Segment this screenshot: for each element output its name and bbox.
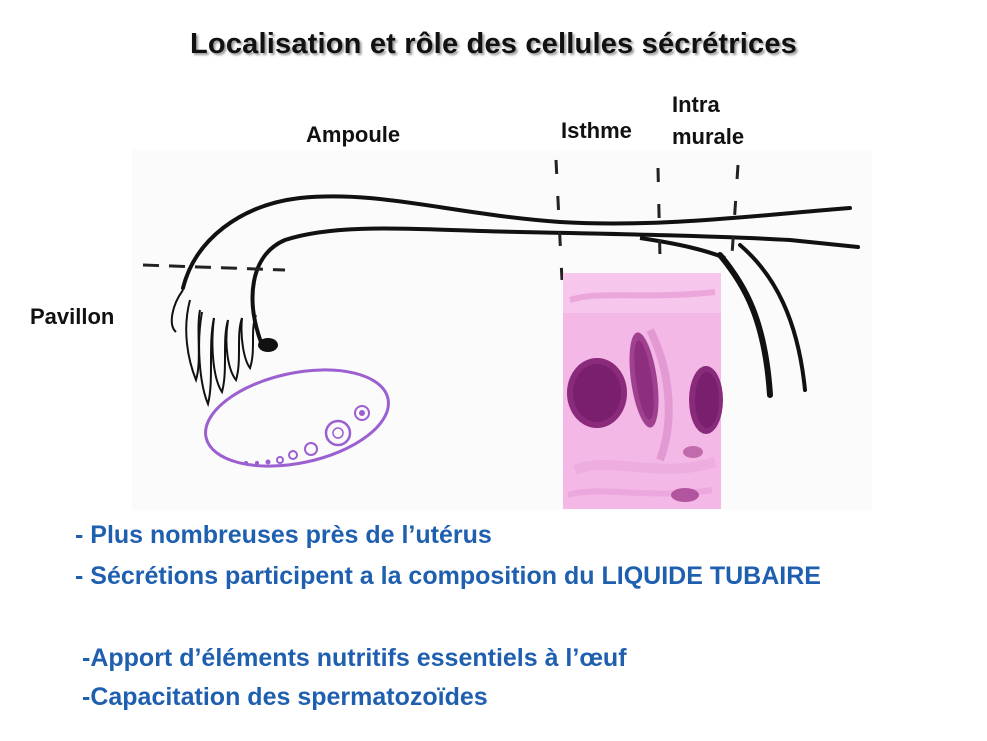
follicle xyxy=(276,456,284,464)
follicle xyxy=(254,460,260,466)
follicle xyxy=(265,459,271,465)
label-isthme: Isthme xyxy=(561,118,632,143)
follicle xyxy=(243,460,249,466)
bullet-item: - Sécrétions participent a la compositio… xyxy=(75,562,821,590)
label-intra: Intra xyxy=(672,92,720,117)
intramural-bridge xyxy=(639,236,726,260)
isthmus-dashed-right xyxy=(656,167,662,259)
histology-micrograph xyxy=(563,273,723,509)
bullet-item: -Apport d’éléments nutritifs essentiels … xyxy=(82,644,627,672)
pavilion-dashed-line xyxy=(142,263,286,272)
fimbriae xyxy=(170,289,257,408)
intramural-line-right xyxy=(738,243,807,392)
tube-upper-line xyxy=(181,194,852,290)
follicle xyxy=(354,405,370,421)
label-pavillon: Pavillon xyxy=(30,304,115,329)
follicle xyxy=(288,450,298,460)
intramural-line-left xyxy=(717,252,773,398)
ovary xyxy=(204,368,390,468)
label-murale: murale xyxy=(672,124,745,149)
follicle xyxy=(304,442,318,456)
page-title: Localisation et rôle des cellules sécrét… xyxy=(189,28,797,60)
bullet-item: - Plus nombreuses près de l’utérus xyxy=(75,521,492,549)
follicle xyxy=(324,419,352,447)
pavilion-lip xyxy=(258,338,278,352)
follicle xyxy=(359,410,365,416)
tube-lower-line xyxy=(250,226,860,347)
nucleus-bottom xyxy=(671,488,699,502)
label-ampoule: Ampoule xyxy=(306,122,401,147)
oocyte xyxy=(332,427,344,439)
bullet-item: -Capacitation des spermatozoïdes xyxy=(82,683,488,711)
intramural-dashed xyxy=(730,164,740,256)
ovary-outline xyxy=(204,368,390,468)
